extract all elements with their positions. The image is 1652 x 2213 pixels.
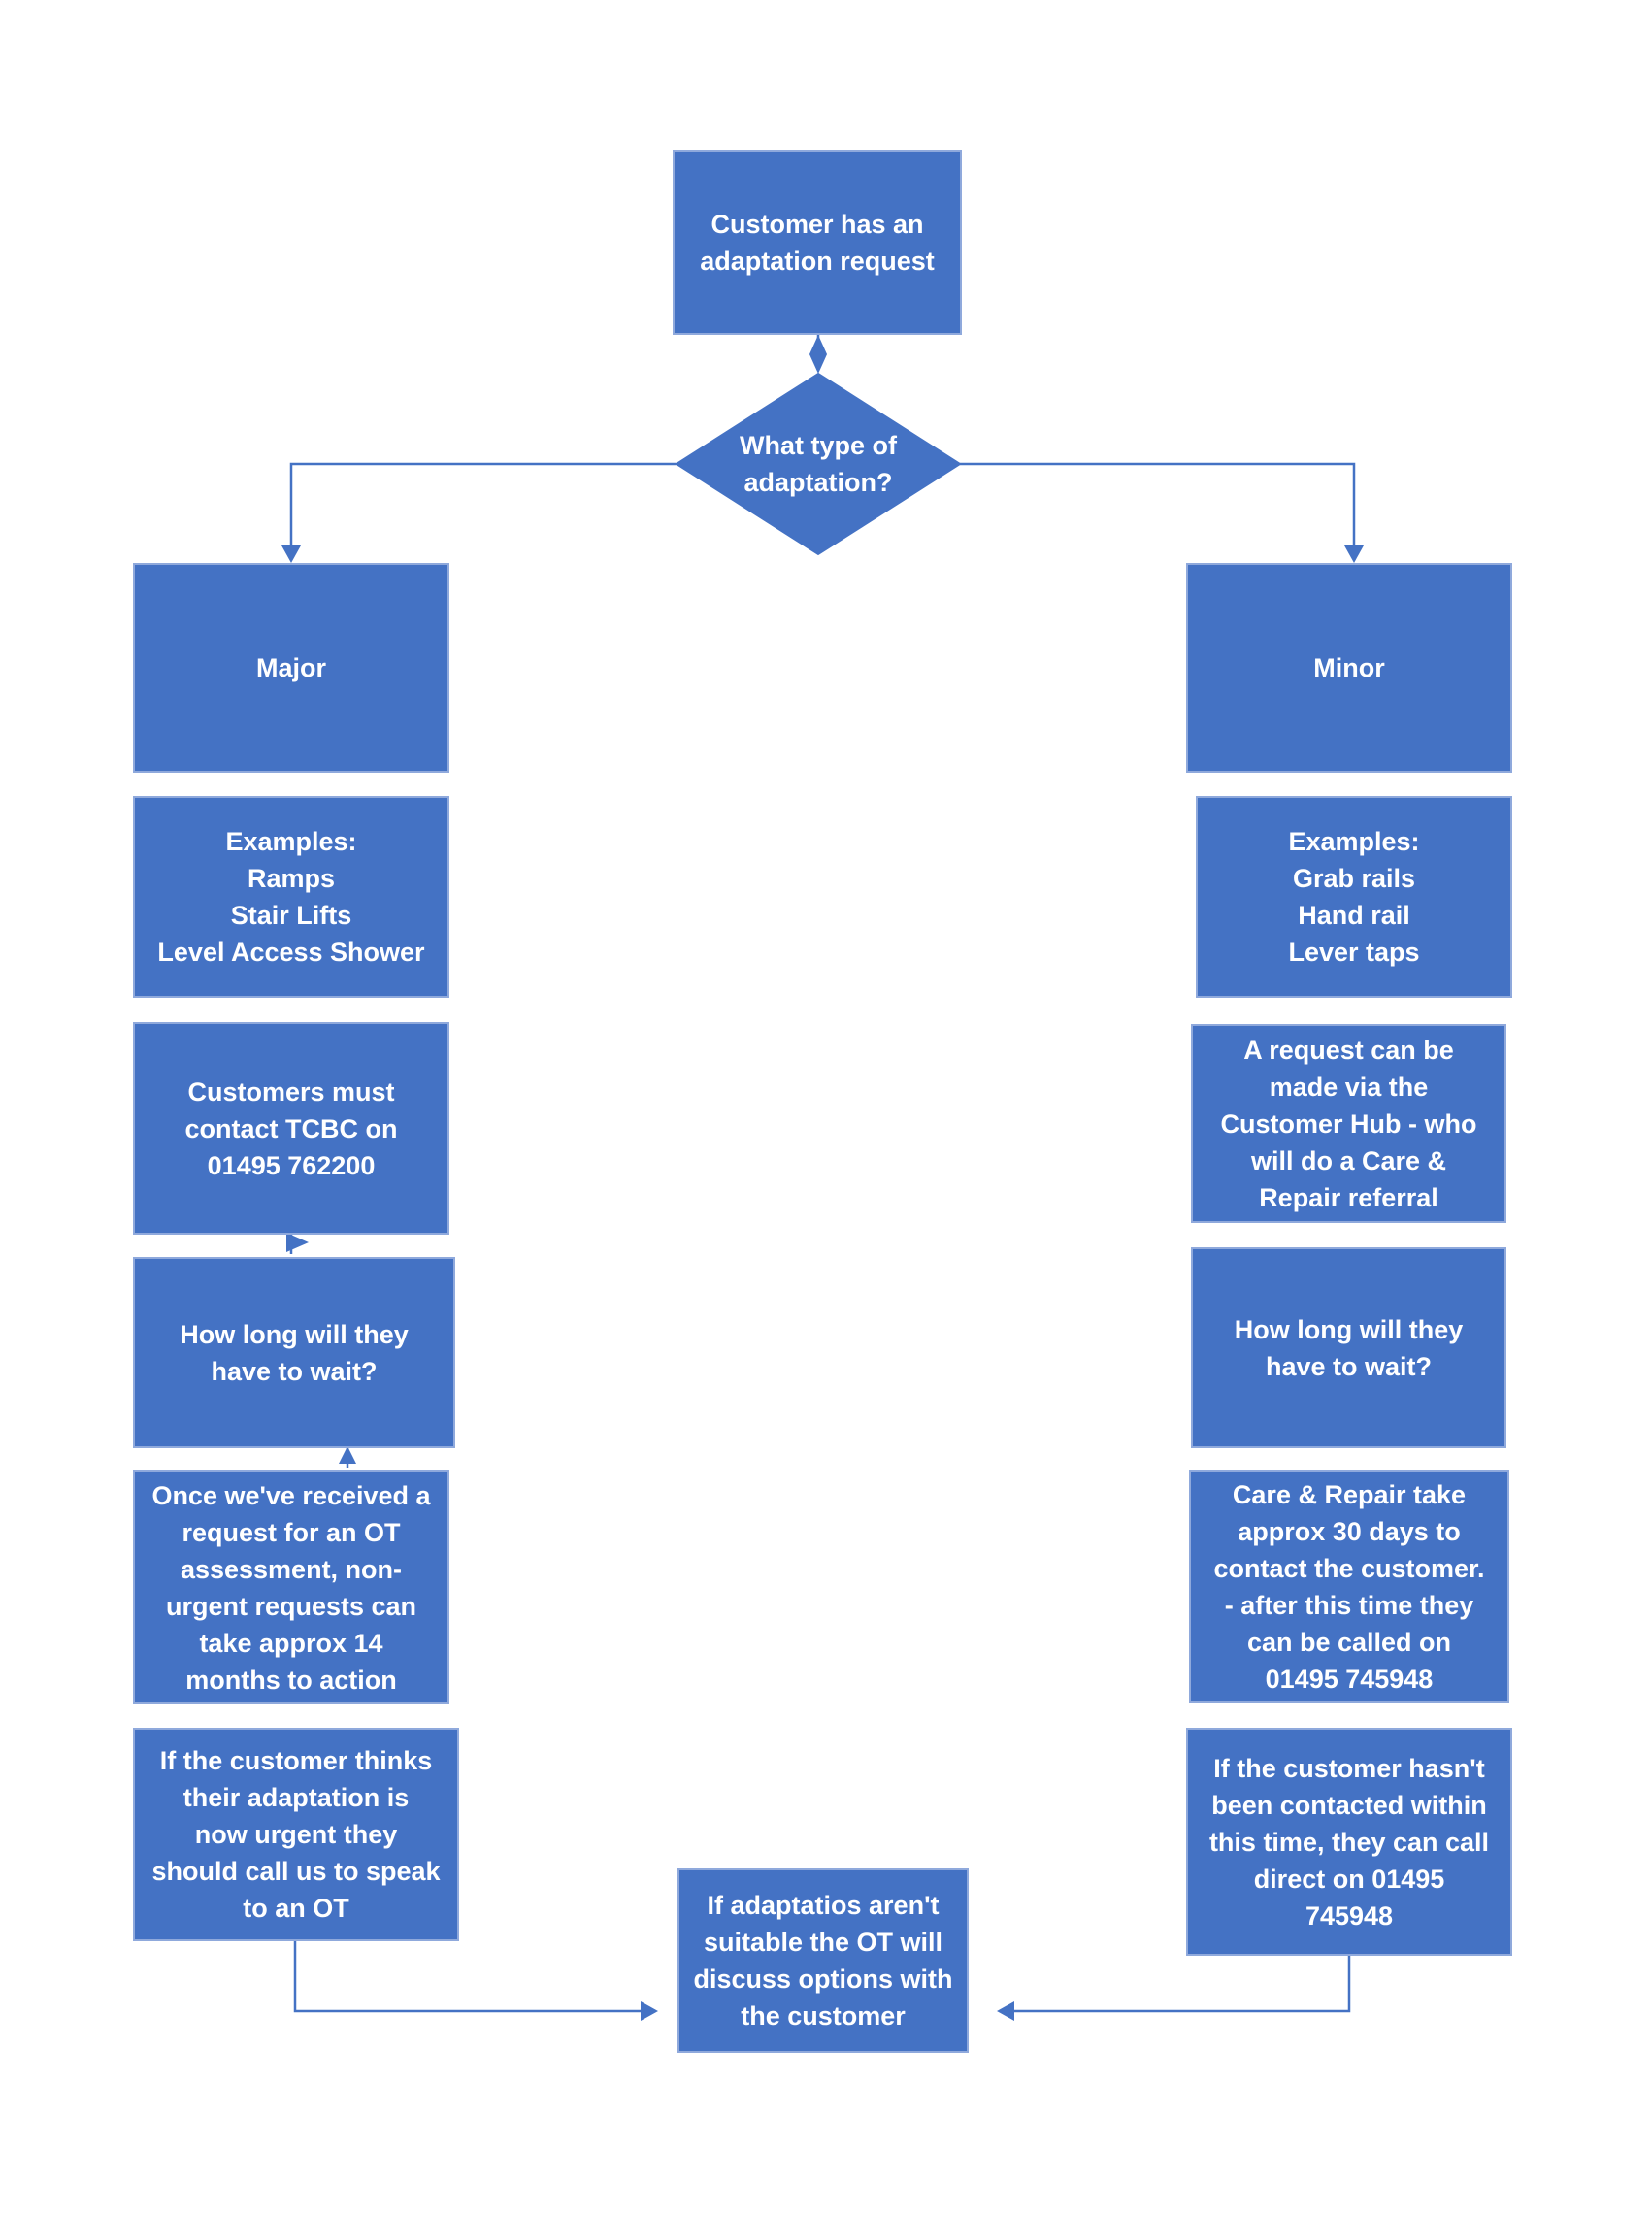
minor-not-contacted-box: If the customer hasn't been contacted wi… <box>1186 1728 1512 1956</box>
arrowhead-major-contact <box>286 1233 309 1252</box>
major-examples-box: Examples: Ramps Stair Lifts Level Access… <box>133 796 449 998</box>
arrowhead-major <box>281 545 301 563</box>
arrowhead-minor <box>1344 545 1364 563</box>
connector-decision-major <box>289 462 677 551</box>
major-urgent-box: If the customer thinks their adaptation … <box>133 1728 459 1941</box>
major-wait-answer-box: Once we've received a request for an OT … <box>133 1470 449 1704</box>
arrowhead-minor-outcome <box>997 2001 1014 2021</box>
minor-examples-box: Examples: Grab rails Hand rail Lever tap… <box>1196 796 1512 998</box>
connector-major-outcome <box>293 1941 645 2013</box>
decision-diamond <box>675 372 962 556</box>
connector-minor-outcome <box>1009 1956 1351 2013</box>
start-box: Customer has an adaptation request <box>673 150 962 335</box>
major-contact-box: Customers must contact TCBC on 01495 762… <box>133 1022 449 1235</box>
minor-request-box: A request can be made via the Customer H… <box>1191 1024 1506 1223</box>
decision-label: What type of adaptation? <box>740 431 897 497</box>
minor-wait-answer-box: Care & Repair take approx 30 days to con… <box>1189 1470 1509 1703</box>
minor-box: Minor <box>1186 563 1512 773</box>
minor-wait-question-box: How long will they have to wait? <box>1191 1247 1506 1448</box>
arrowhead-major-outcome <box>641 2001 658 2021</box>
outcome-box: If adaptatios aren't suitable the OT wil… <box>677 1868 969 2053</box>
major-box: Major <box>133 563 449 773</box>
start-diamond-marker <box>809 335 827 374</box>
connector-decision-minor <box>960 462 1356 551</box>
arrowhead-major-wait <box>339 1446 356 1464</box>
major-wait-question-box: How long will they have to wait? <box>133 1257 455 1448</box>
